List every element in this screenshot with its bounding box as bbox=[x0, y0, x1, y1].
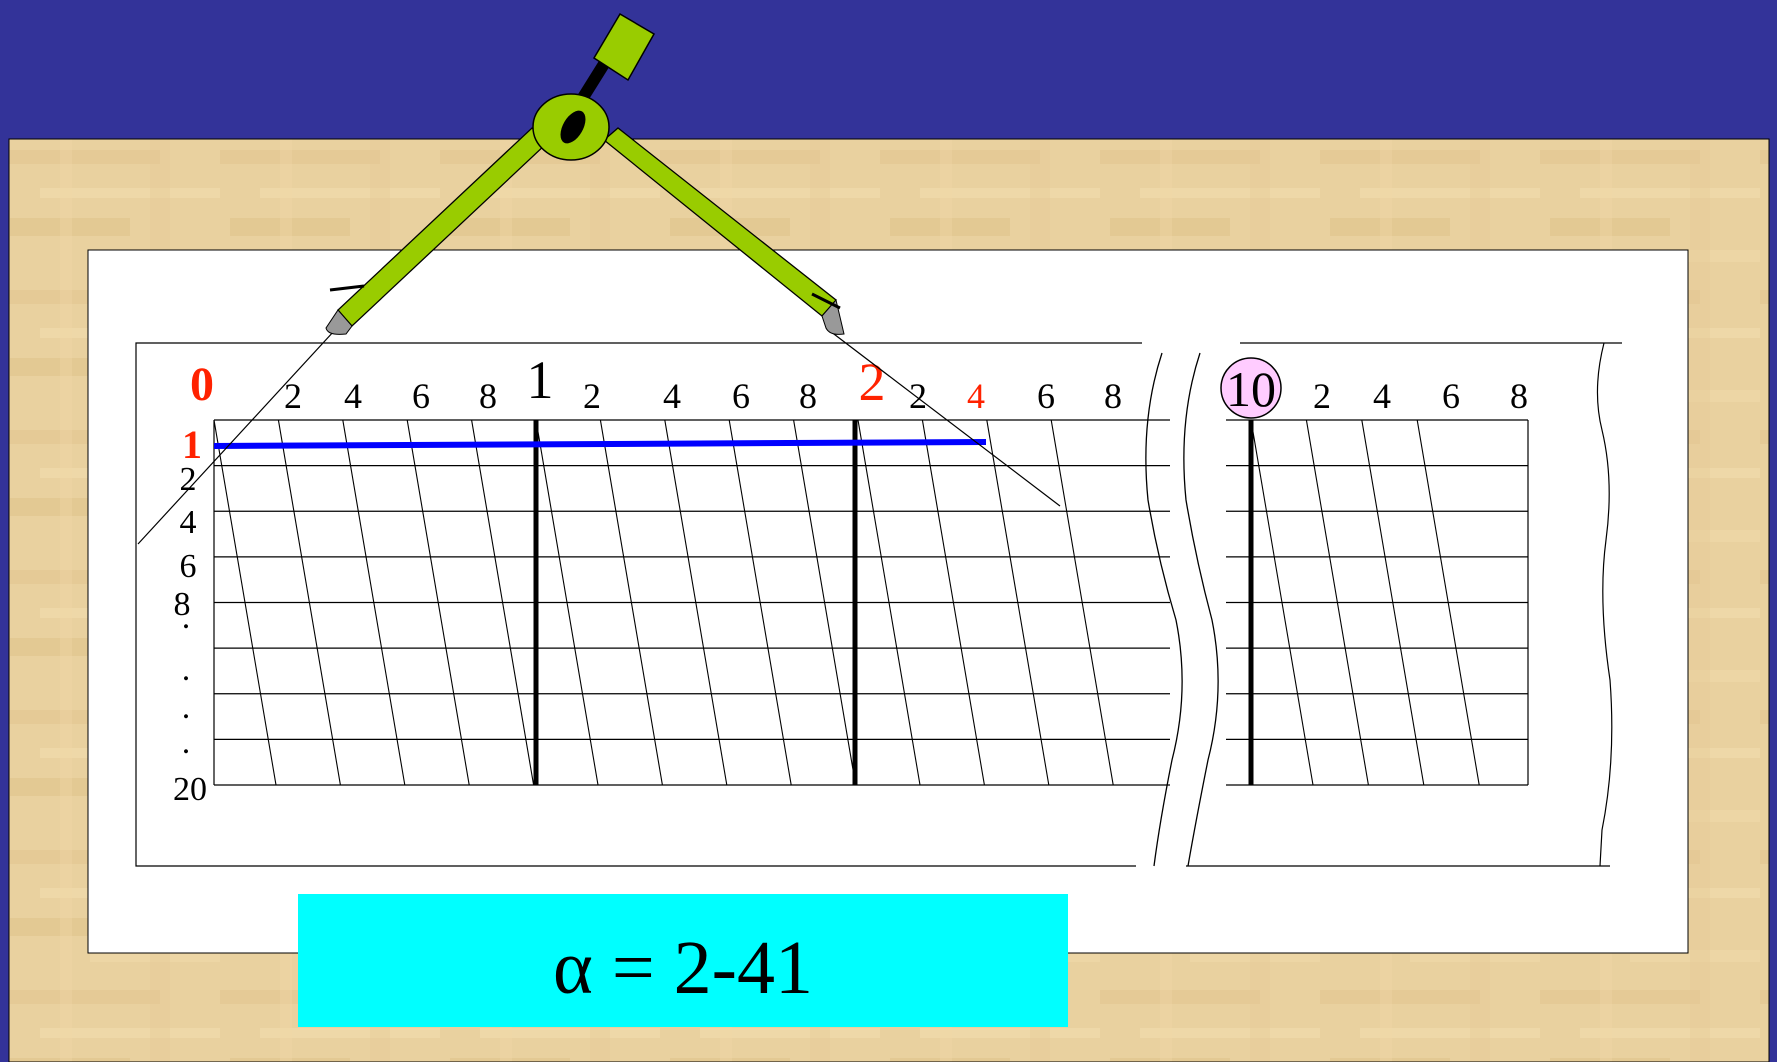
scale-grid bbox=[213, 419, 1529, 786]
transversal-line bbox=[1050, 419, 1114, 786]
top-minor-label: 8 bbox=[799, 376, 817, 416]
left-row-label: 6 bbox=[180, 548, 197, 585]
transversal-line bbox=[664, 419, 728, 786]
left-row-label: 20 bbox=[173, 771, 207, 808]
measured-segment-line bbox=[213, 439, 987, 449]
top-minor-label: 8 bbox=[1510, 376, 1528, 416]
top-major-label: 2 bbox=[859, 352, 886, 412]
transversal-line bbox=[1305, 419, 1369, 786]
top-minor-label: 6 bbox=[1442, 376, 1460, 416]
compass-left-tip bbox=[325, 309, 353, 335]
transversal-line bbox=[921, 419, 985, 786]
top-minor-label: 4 bbox=[663, 376, 681, 416]
transversal-line bbox=[213, 419, 277, 786]
top-minor-label: 8 bbox=[479, 376, 497, 416]
top-minor-label: 4 bbox=[967, 376, 985, 416]
transversal-line bbox=[1416, 419, 1480, 786]
transversal-line bbox=[342, 419, 406, 786]
top-major-label: 1 bbox=[527, 350, 554, 410]
circled-label-highlight bbox=[1220, 357, 1282, 419]
left-row-label: 1 bbox=[182, 422, 202, 467]
top-major-label: 0 bbox=[190, 358, 214, 411]
top-minor-label: 2 bbox=[284, 376, 302, 416]
transversal-line bbox=[471, 419, 535, 786]
scale-frame bbox=[135, 342, 1622, 867]
scale-frame-left bbox=[135, 342, 1142, 867]
top-minor-label: 6 bbox=[1037, 376, 1055, 416]
top-minor-label: 2 bbox=[1313, 376, 1331, 416]
top-minor-label: 6 bbox=[412, 376, 430, 416]
top-minor-label: 4 bbox=[344, 376, 362, 416]
answer-box bbox=[298, 894, 1068, 1027]
top-minor-label: 6 bbox=[732, 376, 750, 416]
transversal-line bbox=[406, 419, 470, 786]
left-row-label: 2 bbox=[180, 461, 197, 498]
answer-text: α = 2-41 bbox=[553, 926, 813, 1010]
scale-break-left bbox=[1145, 352, 1183, 867]
compass-left-mark bbox=[329, 284, 365, 292]
left-row-label: . bbox=[182, 724, 191, 761]
compass-handle-grip bbox=[592, 12, 656, 82]
transversal-line bbox=[599, 419, 663, 786]
top-minor-label: 8 bbox=[1104, 376, 1122, 416]
compass-left-needle bbox=[137, 317, 347, 545]
transversal-line bbox=[1361, 419, 1425, 786]
left-row-label: . bbox=[182, 689, 191, 726]
top-major-label: 10 bbox=[1226, 361, 1276, 417]
scale-torn-edge bbox=[1596, 342, 1613, 867]
top-minor-label: 2 bbox=[909, 376, 927, 416]
compass-right-tip bbox=[821, 298, 845, 335]
transversal-line bbox=[986, 419, 1050, 786]
scale-break-right bbox=[1183, 352, 1219, 867]
compass-right-needle bbox=[825, 327, 1061, 507]
left-row-label: . bbox=[182, 599, 191, 636]
left-row-label: 4 bbox=[180, 504, 197, 541]
transversal-line bbox=[857, 419, 921, 786]
left-row-label: . bbox=[182, 651, 191, 688]
transversal-line bbox=[728, 419, 792, 786]
transversal-line bbox=[277, 419, 341, 786]
white-card bbox=[87, 249, 1689, 954]
compass-hinge-pin bbox=[560, 110, 586, 144]
top-minor-label: 2 bbox=[583, 376, 601, 416]
transversal-line bbox=[535, 419, 599, 786]
compass-icon bbox=[137, 12, 1061, 545]
top-minor-label: 4 bbox=[1373, 376, 1391, 416]
transversal-line bbox=[1250, 419, 1314, 786]
left-row-label: 8 bbox=[174, 586, 191, 623]
transversal-line bbox=[793, 419, 857, 786]
compass-right-mark bbox=[811, 292, 841, 310]
